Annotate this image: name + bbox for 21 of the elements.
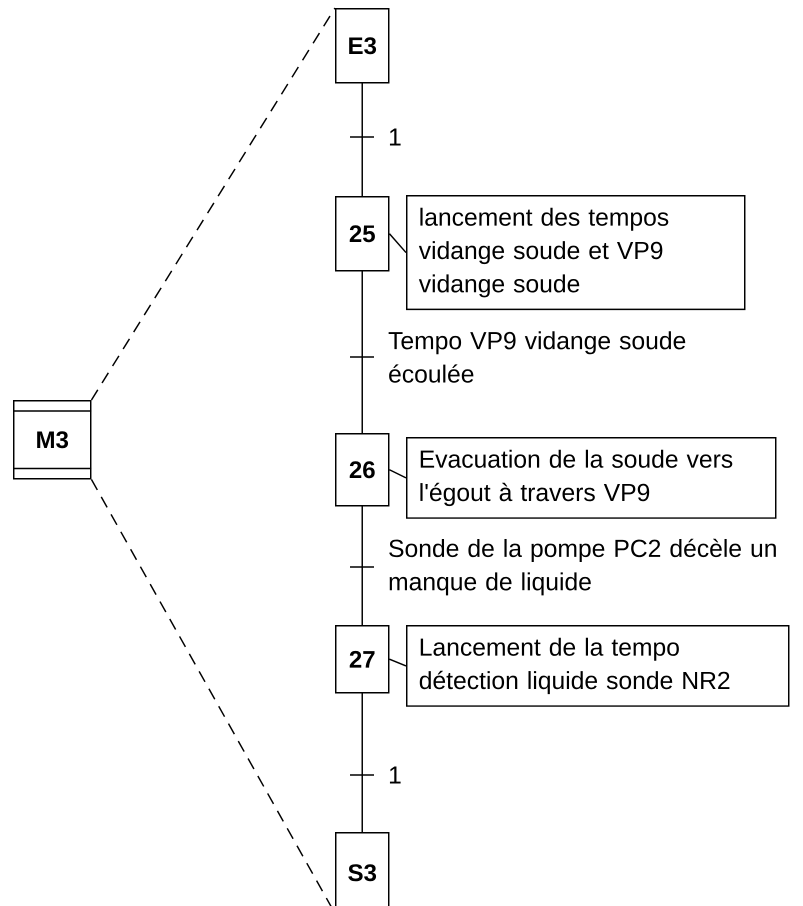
step-box: 27 xyxy=(335,625,390,694)
expansion-line xyxy=(90,8,336,400)
link-line xyxy=(362,271,363,433)
step-box: 26 xyxy=(335,433,390,506)
link-line xyxy=(362,506,363,625)
connector-line xyxy=(389,469,406,479)
connector-line xyxy=(388,233,407,254)
step-box: S3 xyxy=(335,832,390,906)
transition-label: Sonde de la pompe PC2 décèle un manque de liquide xyxy=(389,538,776,596)
connector-line xyxy=(389,658,406,667)
action-box: Evacuation de la soude vers l'égout à travers VP9 xyxy=(406,437,776,519)
action-box: Lancement de la tempo détection liquide sonde NR2 xyxy=(406,625,790,707)
transition-label: 1 xyxy=(390,766,401,784)
transition-label: Tempo VP9 vidange soude écoulée xyxy=(388,331,686,383)
link-line xyxy=(362,83,363,196)
macro-step-box: M3 xyxy=(13,400,92,480)
action-box: lancement des tempos vidange soude et VP9 vidange soude xyxy=(406,195,746,310)
step-box: E3 xyxy=(335,8,390,84)
step-box: 25 xyxy=(335,196,390,272)
link-line xyxy=(362,693,363,832)
transition-label: 1 xyxy=(390,128,401,146)
